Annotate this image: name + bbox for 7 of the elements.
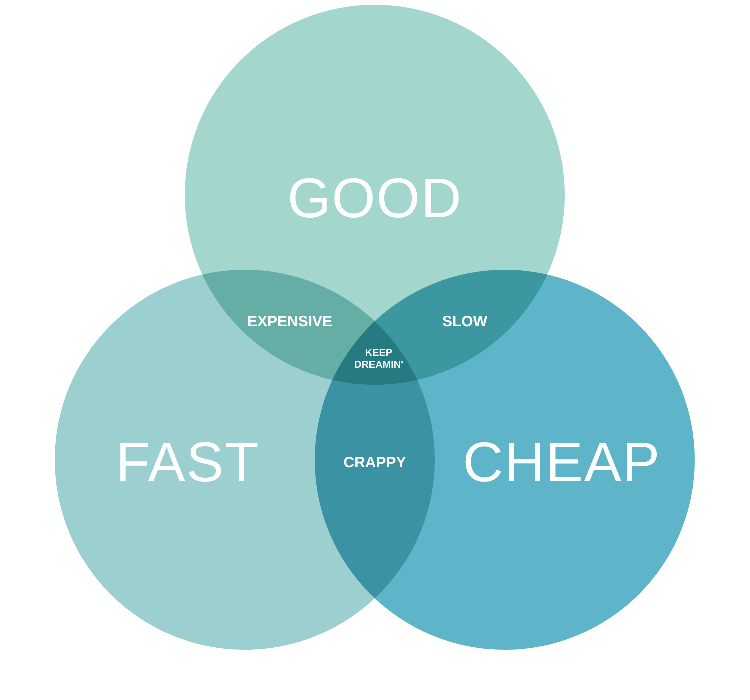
overlap-label: KEEP DREAMIN'	[353, 348, 405, 372]
overlap-label: EXPENSIVE	[247, 314, 333, 330]
circle-label: CHEAP	[463, 430, 661, 494]
overlap-label: CRAPPY	[344, 454, 406, 472]
circle-label: GOOD	[287, 166, 463, 230]
circle-label: FAST	[116, 430, 260, 494]
overlap-label: SLOW	[442, 314, 488, 330]
